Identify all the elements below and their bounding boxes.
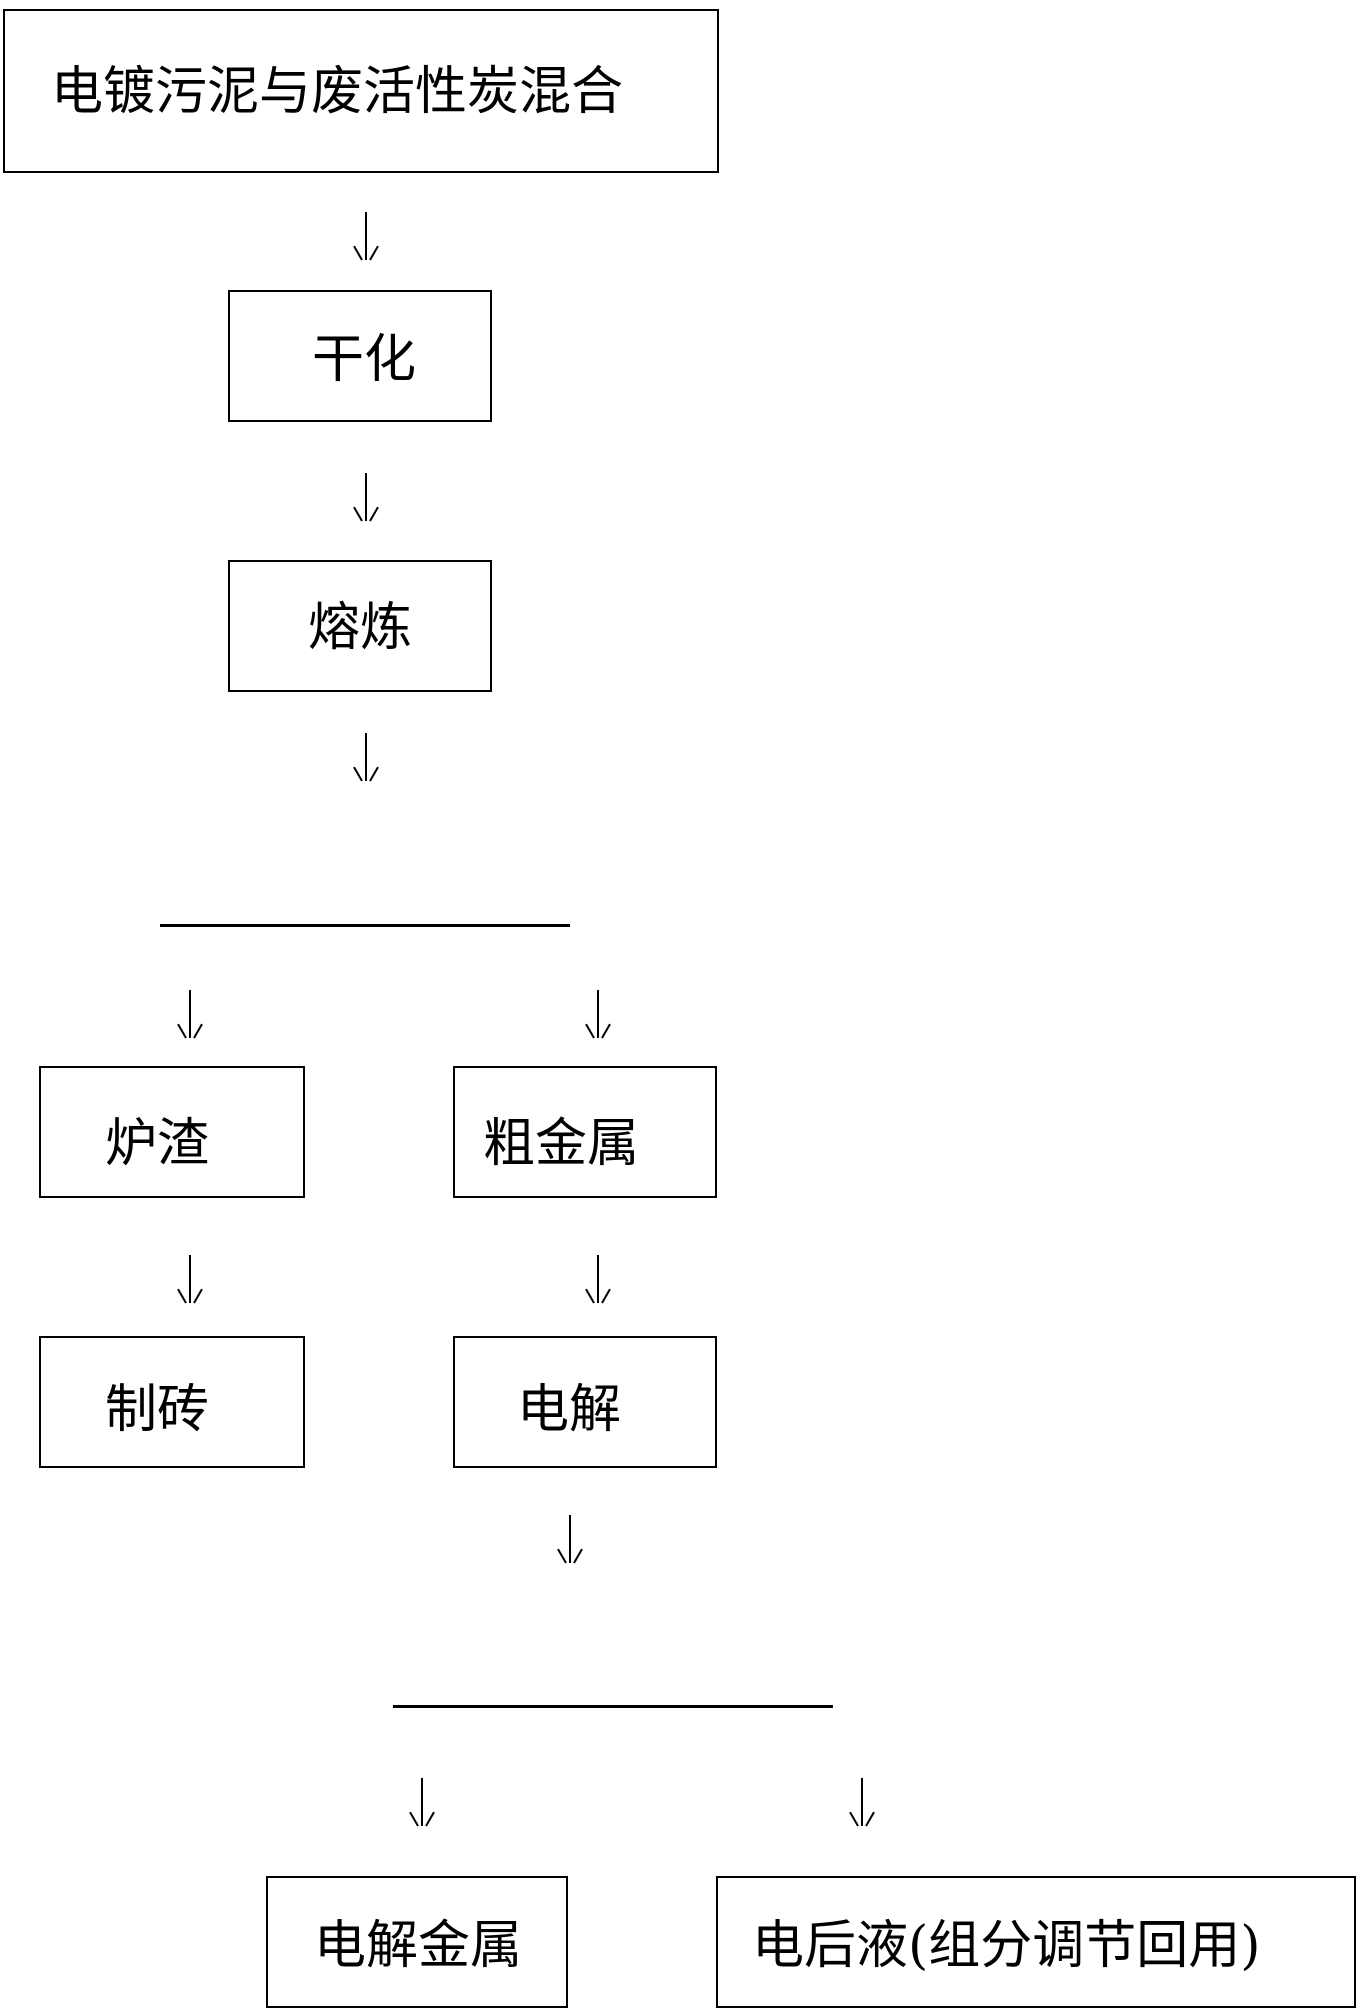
arrow-slag-to-brick <box>177 1255 203 1305</box>
arrow-electrolysis-to-split <box>557 1515 583 1565</box>
node-smelt-label: 熔炼 <box>308 598 413 658</box>
node-mix: 电镀污泥与废活性炭混合 <box>3 9 719 173</box>
node-spent-electrolyte-label: 电后液(组分调节回用) <box>752 1916 1261 1976</box>
node-brick: 制砖 <box>39 1336 305 1468</box>
arrow-to-electrolytic-metal <box>409 1778 435 1828</box>
arrow-mix-to-dry <box>353 212 379 262</box>
split-line-electrolysis <box>393 1705 833 1708</box>
arrow-to-crude-metal <box>585 990 611 1040</box>
node-slag: 炉渣 <box>39 1066 305 1198</box>
node-slag-label: 炉渣 <box>105 1114 210 1174</box>
node-electrolytic-metal-label: 电解金属 <box>314 1916 523 1976</box>
arrow-to-slag <box>177 990 203 1040</box>
node-electrolytic-metal: 电解金属 <box>266 1876 568 2008</box>
node-electrolysis-label: 电解 <box>517 1380 622 1440</box>
node-brick-label: 制砖 <box>105 1380 210 1440</box>
arrow-to-spent-electrolyte <box>849 1778 875 1828</box>
arrow-smelt-to-split <box>353 733 379 783</box>
split-line-smelt <box>160 924 570 927</box>
node-smelt: 熔炼 <box>228 560 492 692</box>
node-electrolysis: 电解 <box>453 1336 717 1468</box>
arrow-dry-to-smelt <box>353 473 379 523</box>
node-crude-metal-label: 粗金属 <box>483 1114 640 1174</box>
node-crude-metal: 粗金属 <box>453 1066 717 1198</box>
arrow-crude-to-electrolysis <box>585 1255 611 1305</box>
node-mix-label: 电镀污泥与废活性炭混合 <box>51 62 624 122</box>
node-dry: 干化 <box>228 290 492 422</box>
node-spent-electrolyte: 电后液(组分调节回用) <box>716 1876 1356 2008</box>
node-dry-label: 干化 <box>312 330 417 390</box>
